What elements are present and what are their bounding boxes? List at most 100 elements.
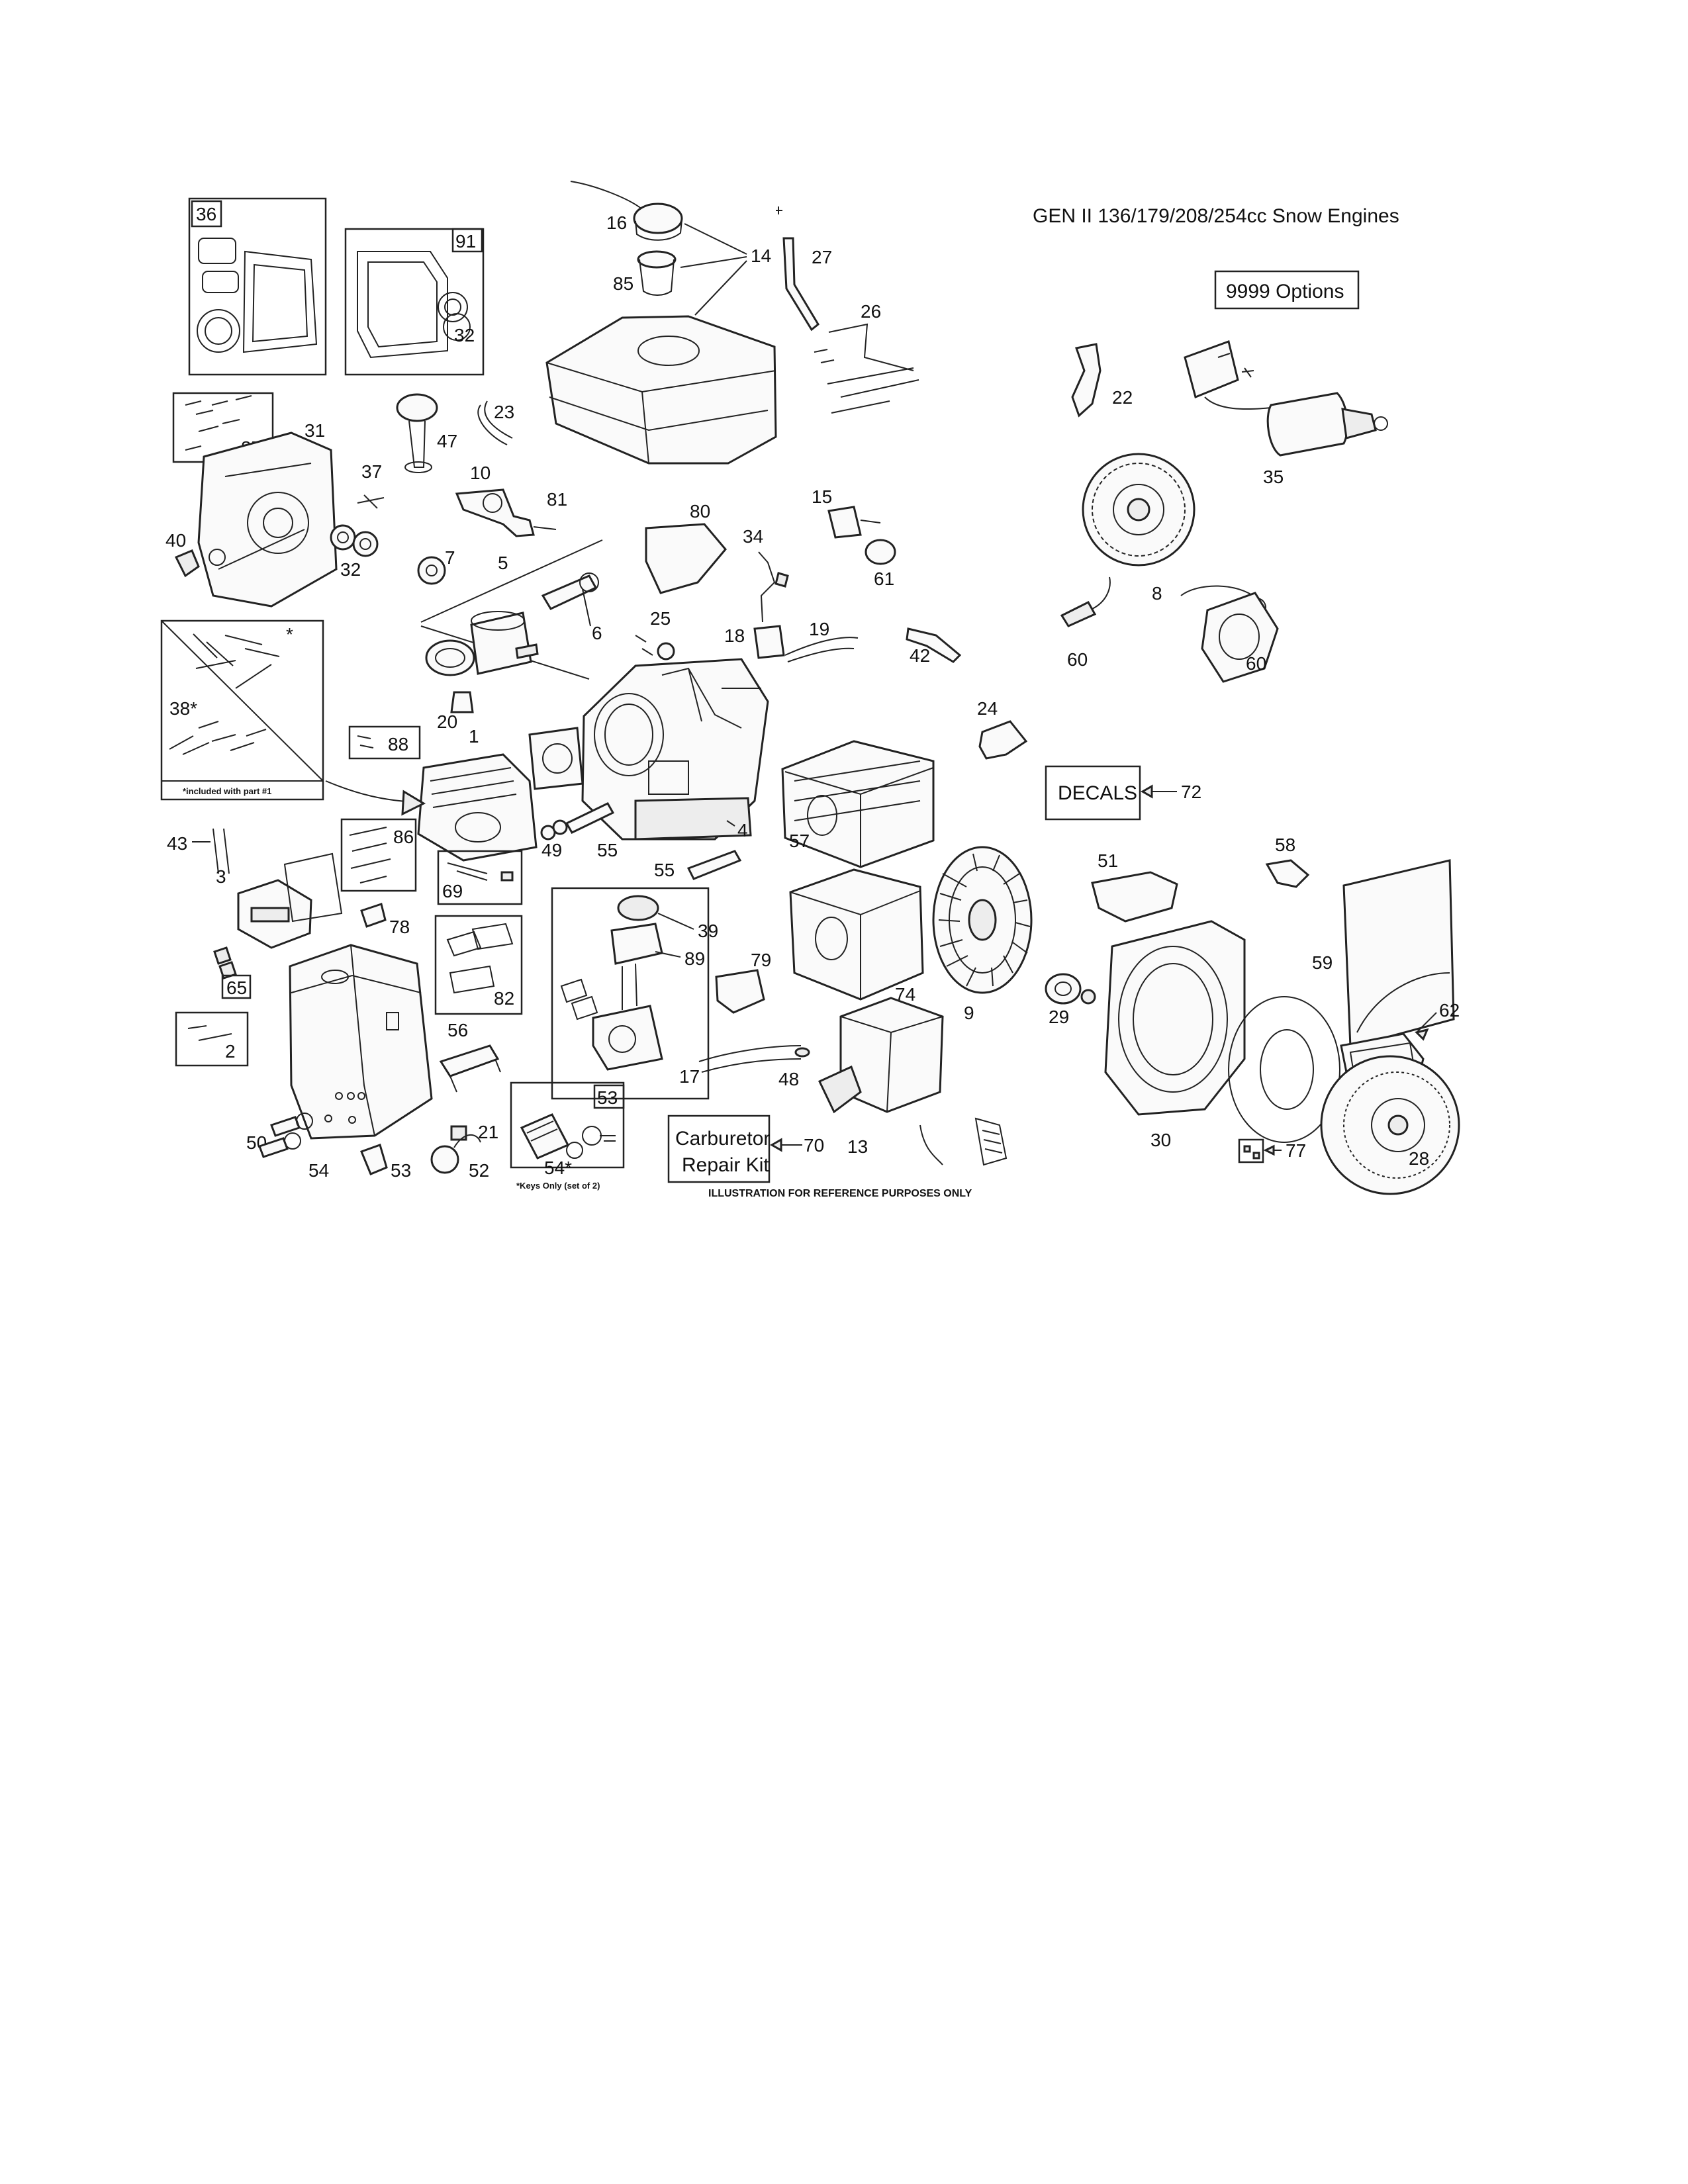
svg-text:Carburetor: Carburetor [675, 1128, 770, 1150]
svg-text:39: 39 [698, 921, 718, 941]
svg-text:62: 62 [1439, 1000, 1460, 1021]
svg-text:ILLUSTRATION FOR REFERENCE PUR: ILLUSTRATION FOR REFERENCE PURPOSES ONLY [708, 1188, 972, 1199]
svg-text:57: 57 [789, 831, 810, 851]
svg-text:48: 48 [778, 1069, 799, 1089]
svg-text:29: 29 [1049, 1007, 1069, 1027]
svg-text:61: 61 [874, 569, 894, 589]
bracket-42: 42 [906, 627, 962, 666]
svg-text:43: 43 [167, 833, 187, 854]
knob-61: 61 [865, 539, 896, 589]
muffler-guard-57: 57 [781, 740, 935, 868]
svg-text:32: 32 [340, 559, 361, 580]
gasket-kit-91: 91 32 [344, 228, 485, 376]
svg-text:31: 31 [305, 420, 325, 441]
svg-text:72: 72 [1181, 782, 1201, 802]
svg-text:40: 40 [165, 530, 186, 551]
svg-text:4: 4 [737, 820, 748, 841]
svg-text:70: 70 [804, 1135, 824, 1156]
svg-text:55: 55 [654, 860, 675, 880]
muffler-74: 74 [789, 868, 924, 1005]
svg-text:16: 16 [606, 212, 627, 233]
blower-housing-30: 30 [1104, 920, 1246, 1150]
carburetor-kit-box: Carburetor Repair Kit 70 ILLUSTRATION FO… [667, 1115, 972, 1199]
crankshaft-10: 10 81 [455, 463, 567, 537]
options-label: 9999 Options [1226, 281, 1344, 302]
svg-text:21: 21 [478, 1122, 498, 1142]
svg-text:7: 7 [445, 547, 455, 568]
svg-text:32: 32 [454, 325, 475, 345]
decals-box: DECALS 72 [1045, 765, 1201, 821]
cylinder-head-1: 1 [325, 726, 584, 862]
svg-text:18: 18 [724, 625, 745, 646]
svg-text:10: 10 [470, 463, 491, 483]
svg-text:85: 85 [613, 273, 633, 294]
svg-text:20: 20 [437, 711, 457, 732]
svg-text:27: 27 [812, 247, 832, 267]
part-37-32: 37 32 [330, 461, 385, 580]
part-2: 2 [175, 1011, 249, 1067]
svg-text:60: 60 [1246, 653, 1266, 674]
svg-text:28: 28 [1409, 1148, 1429, 1169]
svg-text:1: 1 [469, 726, 479, 747]
gasket-kit-36: 36 [188, 197, 327, 376]
svg-text:59: 59 [1312, 952, 1333, 973]
svg-text:80: 80 [690, 501, 710, 522]
svg-text:25: 25 [650, 608, 671, 629]
svg-text:58: 58 [1275, 835, 1295, 855]
svg-text:78: 78 [389, 917, 410, 937]
svg-text:88: 88 [388, 734, 408, 754]
screen-gasket-30 [1228, 996, 1340, 1143]
svg-text:54*: 54* [544, 1158, 572, 1178]
starter-cup-29: 29 [1045, 973, 1096, 1027]
recoil-starter-28: 62 28 [1320, 1000, 1460, 1195]
bracket-56: 56 [439, 1020, 501, 1093]
svg-text:*: * [286, 624, 293, 645]
svg-text:53: 53 [391, 1160, 411, 1181]
svg-text:3: 3 [216, 866, 226, 887]
keys-54: 54 [258, 1113, 329, 1181]
svg-text:6: 6 [592, 623, 602, 643]
electric-starter-35: 35 [1184, 340, 1388, 487]
svg-text:37: 37 [361, 461, 382, 482]
crankcase-cover-31: 31 40 [165, 420, 338, 608]
blower-housing-50: 50 [246, 944, 433, 1153]
bracket-58: 58 [1265, 835, 1310, 888]
svg-text:Repair Kit: Repair Kit [682, 1154, 769, 1176]
svg-text:13: 13 [847, 1136, 868, 1157]
svg-text:14: 14 [751, 246, 771, 266]
lever-27: 27 [776, 206, 832, 332]
svg-text:49: 49 [541, 840, 562, 860]
svg-text:9: 9 [964, 1003, 974, 1023]
wire-harness-48: 48 [698, 1045, 810, 1089]
svg-text:82: 82 [494, 988, 514, 1009]
fuel-tank-14: 14 [545, 223, 777, 465]
svg-text:*Keys Only (set of 2): *Keys Only (set of 2) [516, 1181, 600, 1191]
svg-text:5: 5 [498, 553, 508, 573]
svg-text:89: 89 [684, 948, 705, 969]
part-77: 77 [1238, 1138, 1306, 1163]
gasket-kit-82: 82 [434, 915, 523, 1015]
options-box: 9999 Options [1214, 270, 1360, 310]
cam-gear-7: 7 [417, 547, 455, 585]
svg-text:30: 30 [1150, 1130, 1171, 1150]
svg-text:54: 54 [308, 1160, 329, 1181]
svg-text:34: 34 [743, 526, 763, 547]
svg-text:86: 86 [393, 827, 414, 847]
svg-text:56: 56 [447, 1020, 468, 1040]
svg-text:51: 51 [1098, 850, 1118, 871]
svg-text:38*: 38* [169, 698, 197, 719]
switch-53: 53 [360, 1144, 411, 1181]
fuel-strainer-85: 85 [613, 250, 677, 296]
cover-3: 3 [216, 852, 343, 949]
carburetor-group-17: 39 89 17 [551, 887, 718, 1100]
svg-text:23: 23 [494, 402, 514, 422]
svg-text:26: 26 [861, 301, 881, 322]
spark-plug-20: 20 [437, 691, 474, 732]
svg-text:19: 19 [809, 619, 829, 639]
fuel-cap-16: 16 [570, 181, 683, 241]
flywheel-gear-8: 8 [1082, 453, 1196, 604]
svg-text:81: 81 [547, 489, 567, 510]
svg-text:2: 2 [225, 1041, 236, 1062]
bracket-79: 79 [715, 950, 771, 1014]
